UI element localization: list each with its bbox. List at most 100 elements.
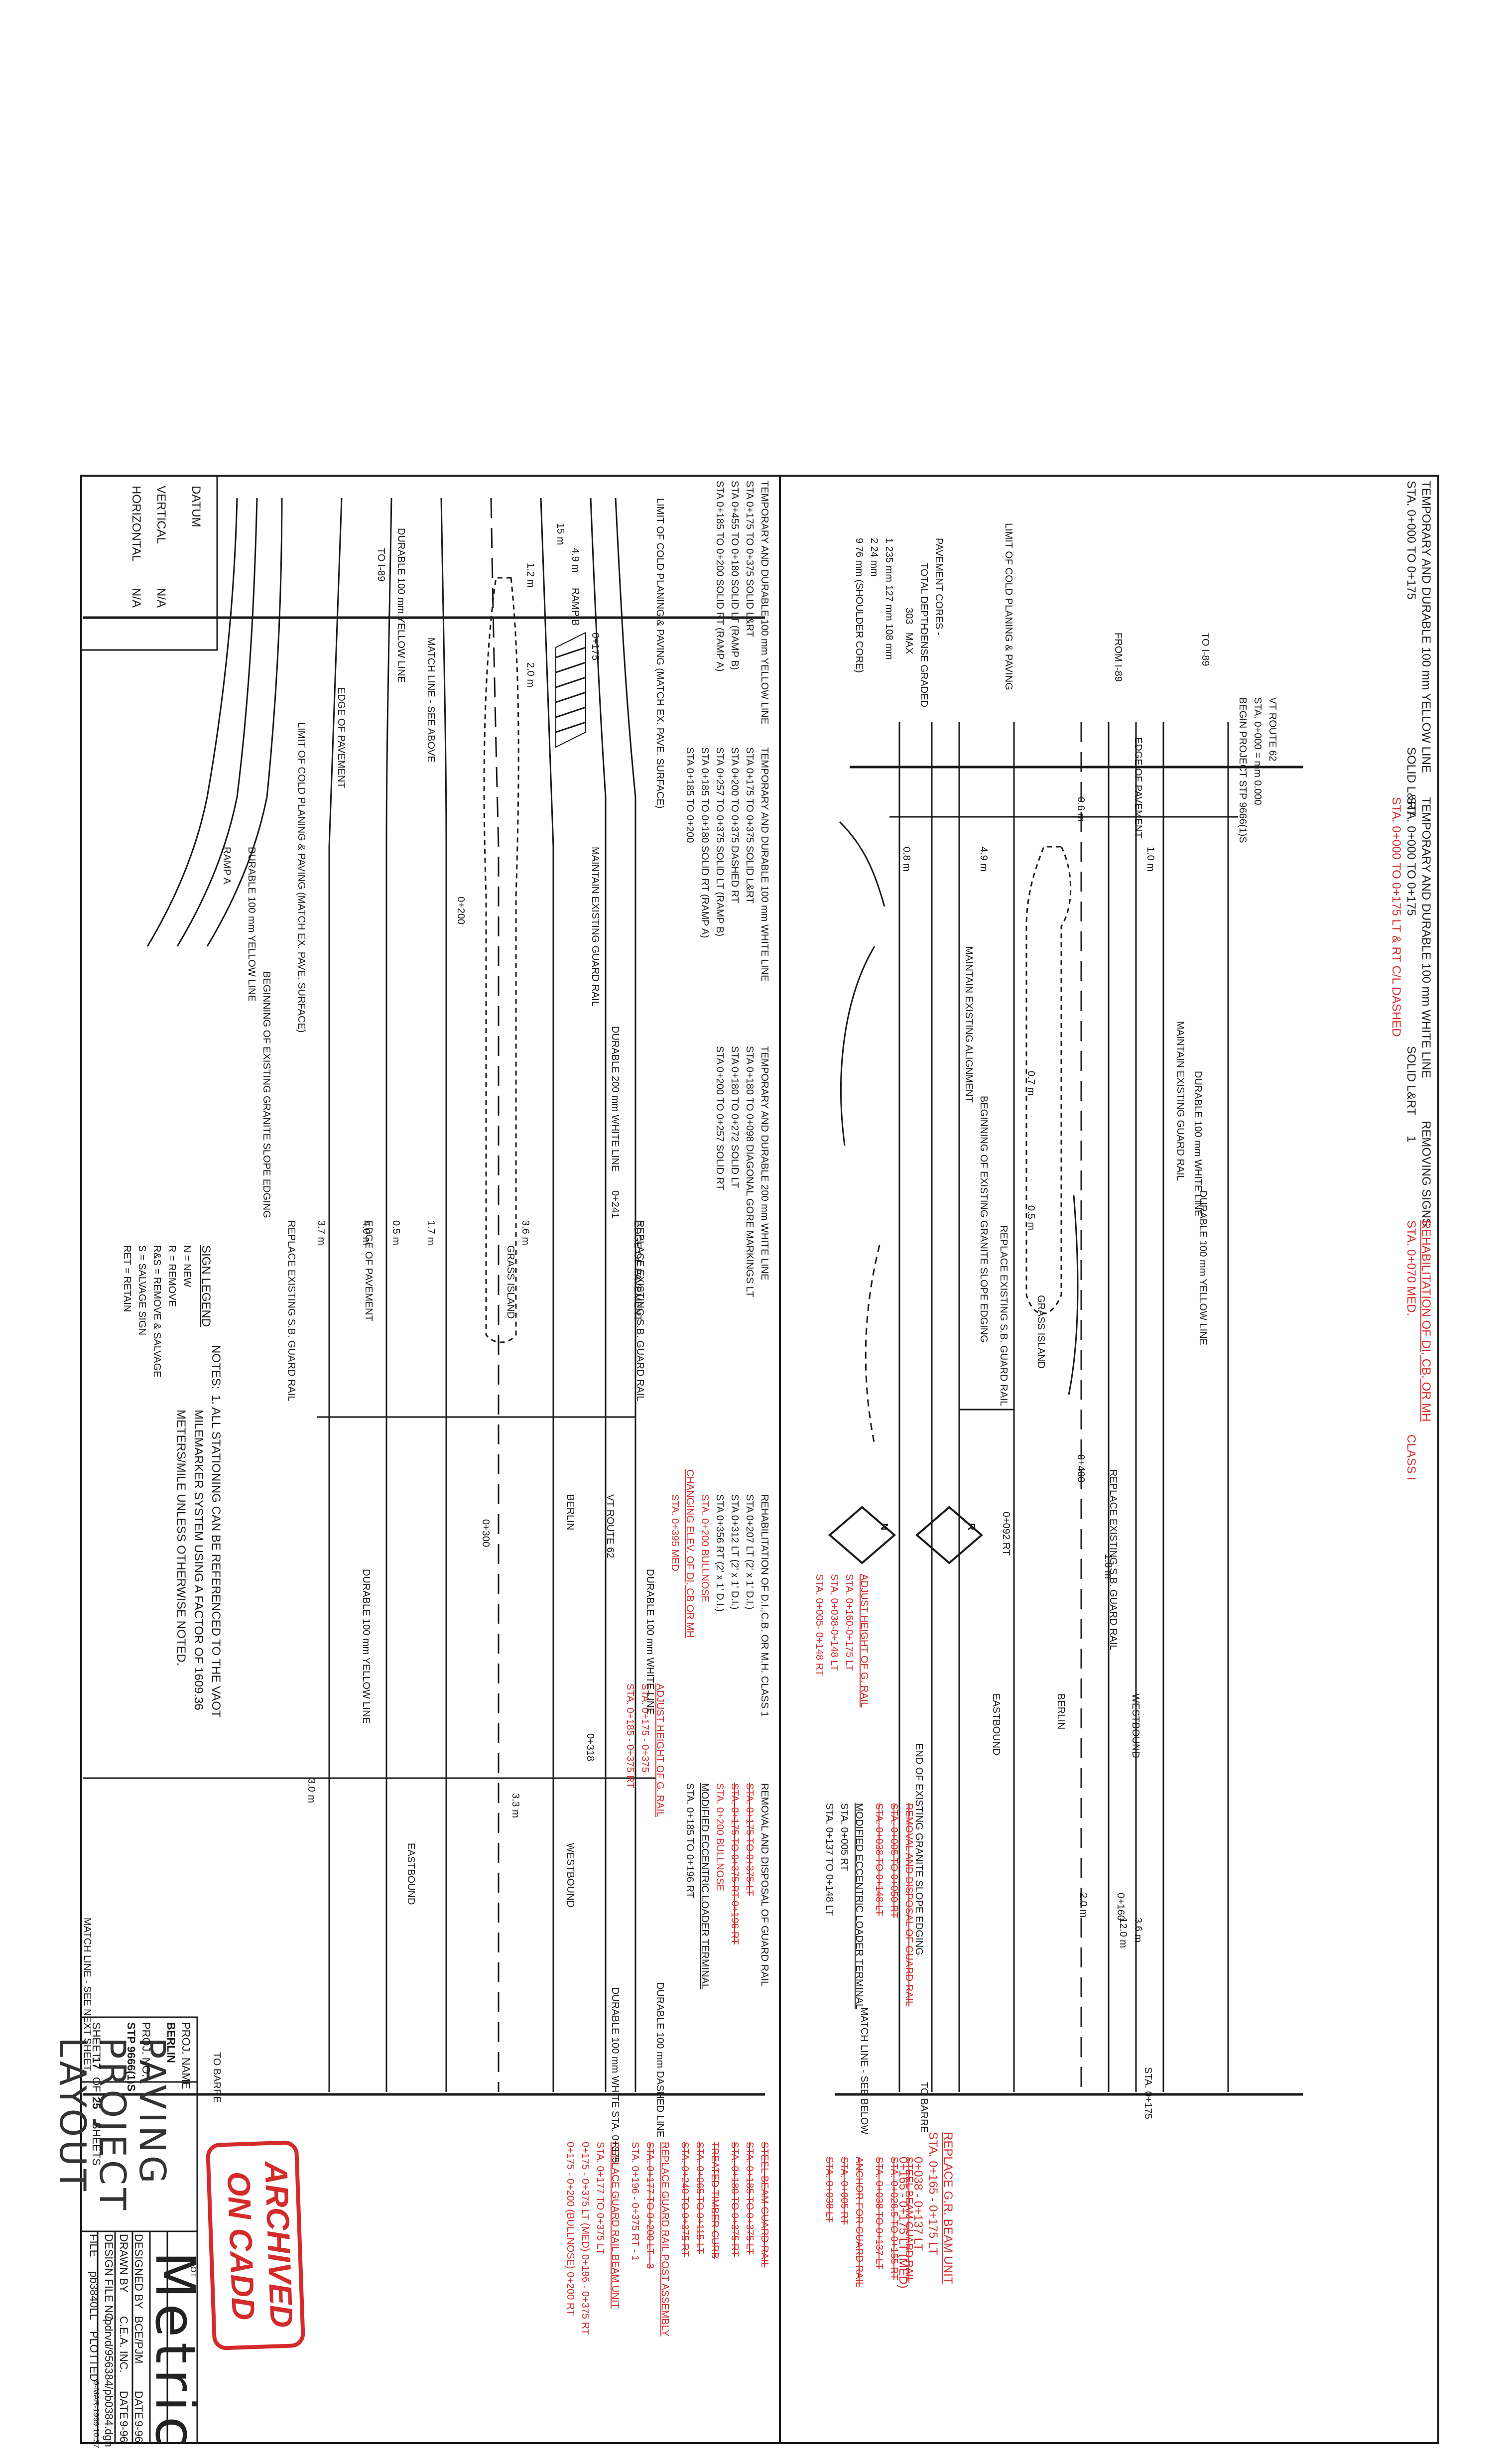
- upper-beginning-granite: BEGINNING OF EXISTING GRANITE SLOPE EDGI…: [978, 1096, 989, 1343]
- lower-sta-0241: 0+241: [610, 1190, 621, 1219]
- lower-white-sta: DURABLE 100 mm WHITE STA. 0+375: [610, 1987, 621, 2163]
- lower-dim-30: 3.0 m: [306, 1778, 317, 1804]
- dim-07-upper: 0.7 m: [1025, 1071, 1036, 1096]
- datum-horizontal: HORIZONTAL: [129, 486, 143, 562]
- datum-title: DATUM: [189, 486, 203, 527]
- design-file-value: /pdrvd/956384/pb0384.dgn: [103, 2316, 115, 2448]
- ramp-a-label: RAMP A: [221, 847, 232, 885]
- lower-rehab-row-1: STA 0+207 LT (2' x 1' D.I.): [744, 1494, 755, 1610]
- pavement-core-row-1: 1 235 mm 127 mm 108 mm: [883, 538, 894, 660]
- lower-removal-row-3: STA. 0+200 BULLNOSE: [714, 1783, 725, 1891]
- lower-limit-2: LIMIT OF COLD PLANING & PAVING (MATCH EX…: [296, 722, 307, 1033]
- designed-by-value: BCE/PJM: [132, 2316, 145, 2364]
- plotted-label: PLOTTED: [88, 2331, 100, 2382]
- lower-rehab-row-2: STA 0+312 LT (2' x 1' D.I.): [729, 1494, 740, 1610]
- lower-durable-yellow-1: DURABLE 100 mm YELLOW LINE: [395, 528, 406, 683]
- lower-white200-row-2: STA 0+180 TO 0+272 SOLID LT: [729, 1046, 740, 1188]
- upper-modified-row-2: STA. 0+137 TO 0+148 LT: [824, 1803, 835, 1916]
- lower-westbound: WESTBOUND: [565, 1843, 576, 1908]
- dim-18-upper: 1.8 m: [1103, 1554, 1114, 1579]
- design-file-label: DESIGN FILE NO.: [103, 2234, 115, 2325]
- lower-steel-row-1: STA. 0+185 TO 0+375 LT: [744, 2142, 755, 2255]
- lower-yellow-row-1: STA 0+175 TO 0+375 SOLID L&RT: [744, 481, 755, 638]
- lower-rehab-row-3: STA 0+356 RT (2' x 1' D.I.): [714, 1494, 725, 1612]
- lower-maintain-guard: MAINTAIN EXISTING GUARD RAIL: [590, 847, 601, 1007]
- yellow-line-header: TEMPORARY AND DURABLE 100 mm YELLOW LINE: [1419, 481, 1433, 773]
- lower-eastbound: EASTBOUND: [405, 1843, 416, 1905]
- upper-anchor-row-1: STA. 0+005 RT: [839, 2157, 850, 2225]
- dim-20-upper: 2.0 m: [1078, 1893, 1089, 1918]
- notes-line-2: MILEMARKER SYSTEM USING A FACTOR OF 1609…: [192, 1410, 205, 1710]
- lower-roadway: [83, 498, 765, 2096]
- dim-12-upper: 12.0 m: [1118, 1918, 1129, 1948]
- match-line-below: MATCH LINE - SEE BELOW: [859, 2007, 870, 2135]
- designed-by-label: DESIGNED BY: [132, 2234, 145, 2309]
- lower-durable-yellow-3: DURABLE 100 mm YELLOW LINE: [361, 1569, 372, 1724]
- sheet-value: 17: [90, 2057, 103, 2070]
- sheet-title-line-3: LAYOUT: [52, 2037, 94, 2194]
- sheets-label: SHEETS: [90, 2122, 103, 2166]
- lower-route: VT ROUTE 62: [605, 1494, 616, 1558]
- upper-eastbound: EASTBOUND: [991, 1693, 1002, 1756]
- pavement-cores-depth: 303: [903, 608, 914, 625]
- proj-no-value: STP 9666(1)S: [125, 2022, 137, 2092]
- match-line-above: MATCH LINE - SEE ABOVE: [425, 638, 436, 763]
- sign-legend-row-3: R&S = REMOVE & SALVAGE: [151, 1245, 162, 1378]
- lower-edge-1: EDGE OF PAVEMENT: [336, 687, 347, 788]
- lower-grass-island: GRASS ISLAND: [505, 1245, 516, 1319]
- dim-10-upper: 1.0 m: [1145, 847, 1156, 872]
- upper-replace-header: REPLACE G.R. BEAM UNIT: [941, 2132, 955, 2284]
- lower-changing-sta: STA. 0+395 MED: [669, 1494, 680, 1571]
- drawn-by-value: C.E.A. INC.: [118, 2316, 130, 2373]
- lower-dim-05: 0.5 m: [390, 1220, 401, 1246]
- of-value: 25: [90, 2097, 103, 2109]
- lower-durable-yellow-2: DURABLE 100 mm YELLOW LINE: [246, 847, 257, 1002]
- sign-r-1: R: [966, 1523, 977, 1531]
- datum-horizontal-value: N/A: [129, 588, 143, 608]
- upper-modified-row-1: STA. 0+005 RT: [839, 1803, 850, 1871]
- lower-dim-15: 15 m: [555, 523, 566, 545]
- dim-49-upper: 4.9 m: [978, 847, 989, 872]
- rehab-class: CLASS I: [1404, 1434, 1418, 1481]
- upper-sta-0092: 0+092 RT: [1001, 1512, 1011, 1556]
- upper-yellow-100: DURABLE 100 mm YELLOW LINE: [1197, 1190, 1208, 1345]
- limit-cold-planing-upper: LIMIT OF COLD PLANING & PAVING: [1003, 523, 1014, 690]
- drawn-by-label: DRAWN BY: [118, 2234, 130, 2293]
- upper-modified-header: MODIFIED ECCENTRIC LOADER TERMINAL: [854, 1803, 865, 2010]
- upper-steel-row-2: STA. 0+038 TO 0+137 LT: [874, 2157, 884, 2270]
- lower-sta-0300: 0+300: [480, 1519, 491, 1548]
- sign-symbols: [828, 1506, 984, 1564]
- sheet-title: PAVING PROJECT LAYOUT: [52, 2037, 173, 2226]
- removing-signs: REMOVING SIGNS: [1419, 1121, 1433, 1227]
- upper-adjust-row-1: STA. 0+160-0+175 LT: [844, 1574, 855, 1671]
- lower-limit-1: LIMIT OF COLD PLANING & PAVING (MATCH EX…: [654, 498, 665, 809]
- from-i89-upper: FROM I-89: [1113, 633, 1124, 682]
- sign-legend-title: SIGN LEGEND: [199, 1245, 213, 1327]
- plot-file-value: pb3840LL: [88, 2271, 100, 2320]
- white-line-type: SOLID L&RT: [1404, 1046, 1418, 1116]
- notes-line-3: METERS/MILE UNLESS OTHERWISE NOTED.: [174, 1410, 188, 1666]
- lower-replace-post-row-1: STA. 0+177 TO 0+200 LT - 3: [644, 2142, 655, 2269]
- lower-beam-row-2: 0+175 - 0+375 LT (MED) 0+196 - 0+375 RT: [580, 2142, 591, 2335]
- upper-removal-row-2: STA. 0+038 TO 0+148 LT: [874, 1803, 884, 1916]
- upper-adjust-row-3: STA. 0+005- 0+148 RT: [814, 1574, 825, 1676]
- upper-berlin: BERLIN: [1055, 1693, 1066, 1730]
- lower-white-row-5: STA 0+185 TO 0+200: [684, 747, 695, 843]
- lower-beginning-granite: BEGINNING OF EXISTING GRANITE SLOPE EDGI…: [261, 971, 272, 1218]
- lower-steel-header: STEEL BEAM GUARD RAIL: [759, 2142, 770, 2268]
- edge-pavement-upper-1: EDGE OF PAVEMENT: [1133, 737, 1143, 838]
- plot-file-label: FILE: [88, 2234, 100, 2257]
- lower-dim-12: 1.2 m: [525, 563, 536, 588]
- sheet-label: SHEET: [90, 2022, 103, 2059]
- maintain-alignment: MAINTAIN EXISTING ALIGNMENT: [963, 946, 974, 1103]
- lower-yellow-row-3: STA 0+185 TO 0+200 SOLID RT (RAMP A): [714, 481, 725, 672]
- lower-removal-row-2: STA. 0+175 TO 0+375 RT 0+196 RT: [729, 1783, 740, 1945]
- white-line-sta: STA. 0+000 TO 0+175: [1404, 797, 1418, 916]
- rehab-sta: STA. 0+070 MED.: [1404, 1220, 1418, 1316]
- lower-replace-sb-2: REPLACE EXISTING S.B. GUARD RAIL: [286, 1220, 297, 1402]
- lower-durable-white200: DURABLE 200 mm WHITE LINE: [610, 1026, 621, 1172]
- rehab-header: REHABILITATION OF DI, CB, OR MH: [1419, 1220, 1433, 1422]
- lower-rehab-red: STA. 0+200 BULLNOSE: [699, 1494, 710, 1602]
- lower-beam-header: REPLACE GUARD RAIL BEAM UNIT: [610, 2142, 621, 2309]
